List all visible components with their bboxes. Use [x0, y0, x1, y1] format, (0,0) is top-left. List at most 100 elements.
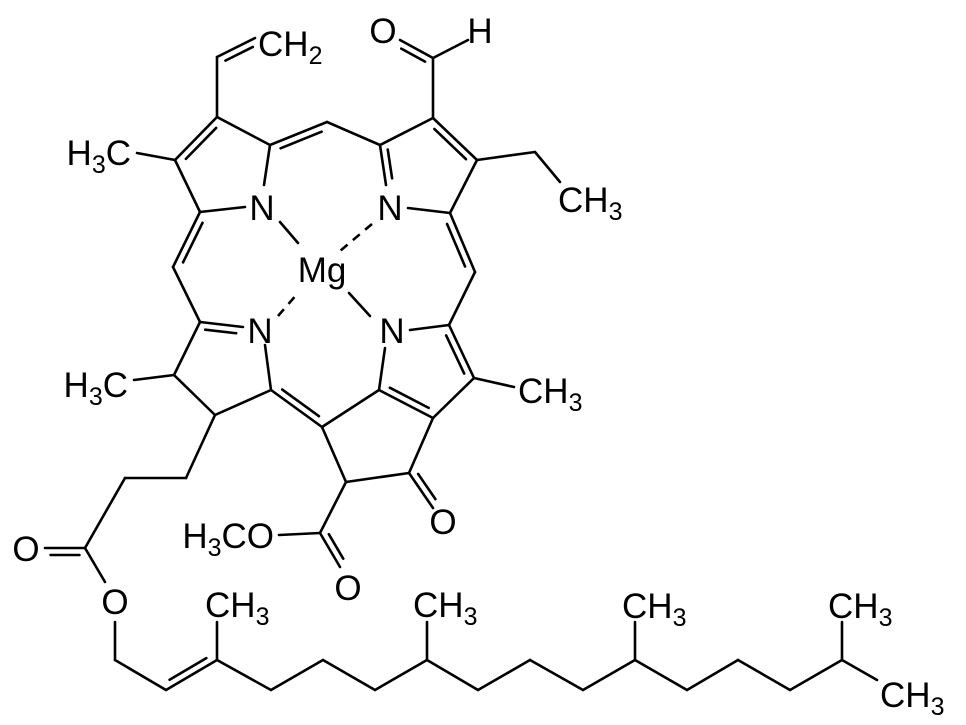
double-bond-inner: [433, 127, 468, 161]
bonds: [43, 36, 879, 692]
ring-a-methyl-label: H3C: [67, 134, 131, 179]
double-bond: [398, 38, 435, 60]
double-bond-inner: [327, 532, 345, 560]
double-bond: [215, 36, 257, 59]
double-bond: [173, 115, 219, 162]
single-bond: [344, 471, 411, 484]
single-bond: [83, 546, 107, 584]
coordination-bond: [347, 291, 372, 318]
single-bond: [447, 270, 477, 327]
double-bond-inner: [399, 47, 427, 63]
single-bond: [321, 658, 377, 692]
coordination-bond-dashed: [339, 223, 373, 252]
single-bond: [581, 658, 637, 692]
single-bond: [476, 658, 532, 692]
ring-d-methyl-label: H3C: [64, 366, 128, 411]
double-bond: [378, 143, 388, 187]
single-bond: [431, 376, 476, 420]
vinyl-ch2-label: CH2: [258, 25, 322, 70]
ester-carbonyl-oxygen-label: O: [334, 569, 361, 608]
double-bond: [198, 320, 245, 329]
methoxy-label: H3CO: [182, 517, 274, 562]
single-bond: [320, 425, 348, 484]
single-bond: [378, 116, 435, 147]
nitrogen-d-label: N: [247, 312, 272, 351]
double-bond: [268, 120, 329, 147]
single-bond: [320, 388, 381, 429]
double-bond: [171, 210, 202, 269]
single-bond: [325, 120, 382, 147]
double-bond-inner: [280, 388, 321, 418]
double-bond-inner: [224, 45, 255, 62]
single-bond: [173, 158, 202, 214]
single-bond: [262, 143, 272, 187]
phytyl-methyl-2-label: CH3: [413, 586, 477, 631]
single-bond: [840, 658, 879, 682]
double-bond-inner: [386, 148, 394, 180]
double-bond-inner: [445, 222, 467, 268]
single-bond: [198, 205, 247, 214]
single-bond: [377, 346, 387, 392]
single-bond: [685, 658, 740, 692]
single-bond: [406, 206, 452, 215]
single-bond: [184, 413, 217, 480]
single-bond: [528, 658, 585, 692]
single-bond: [318, 480, 348, 535]
coordination-bond-dashed: [277, 292, 299, 317]
double-bond-inner: [181, 221, 204, 264]
double-bond-inner: [388, 386, 430, 410]
single-bond: [215, 115, 272, 147]
aldehyde-oxygen-label: O: [369, 12, 396, 51]
ethyl-ch3-label: CH3: [558, 181, 622, 226]
single-bond: [269, 658, 325, 692]
double-bond-inner: [203, 328, 238, 335]
double-bond-inner: [444, 334, 466, 375]
single-bond: [132, 373, 176, 382]
propionate-ester-oxygen-label: O: [101, 583, 128, 622]
double-bond-inner: [168, 656, 208, 682]
single-bond: [431, 38, 470, 60]
single-bond: [472, 376, 516, 389]
phytyl-methyl-3-label: CH3: [622, 587, 686, 632]
single-bond: [171, 265, 202, 324]
ketone-oxygen-label: O: [429, 503, 456, 542]
single-bond: [633, 658, 689, 692]
nitrogen-b-label: N: [377, 189, 402, 228]
double-bond: [269, 388, 324, 429]
double-bond: [448, 211, 477, 274]
single-bond: [213, 388, 273, 417]
coordination-bond: [278, 220, 300, 245]
single-bond: [83, 476, 127, 550]
single-bond: [215, 658, 273, 692]
aldehyde-hydrogen-label: H: [467, 12, 492, 51]
single-bond: [533, 150, 562, 184]
single-bond: [373, 658, 429, 692]
single-bond: [408, 323, 451, 332]
single-bond: [448, 158, 479, 215]
single-bond: [113, 658, 168, 692]
single-bond: [172, 373, 217, 417]
double-bond: [447, 323, 476, 380]
single-bond: [263, 343, 273, 392]
double-bond: [377, 388, 435, 420]
single-bond: [788, 658, 844, 692]
single-bond: [475, 150, 537, 162]
double-bond: [431, 116, 479, 162]
single-bond: [172, 320, 202, 377]
nitrogen-c-label: N: [379, 312, 404, 351]
double-bond-inner: [279, 130, 323, 150]
double-bond-inner: [184, 126, 218, 161]
atom-labels: CH2 O H H3C CH3 N N N N Mg H3C CH3 O H3C…: [12, 12, 944, 721]
phytyl-methyl-1-label: CH3: [205, 586, 269, 631]
phytyl-methyl-5-label: CH3: [880, 676, 944, 721]
single-bond: [277, 531, 322, 537]
ring-c-methyl-label: CH3: [518, 372, 582, 417]
double-bond-inner: [416, 472, 437, 501]
single-bond: [736, 658, 792, 692]
single-bond: [407, 416, 435, 475]
double-bond: [318, 531, 342, 569]
double-bond: [407, 471, 435, 510]
propionate-carbonyl-oxygen-label: O: [12, 530, 39, 569]
